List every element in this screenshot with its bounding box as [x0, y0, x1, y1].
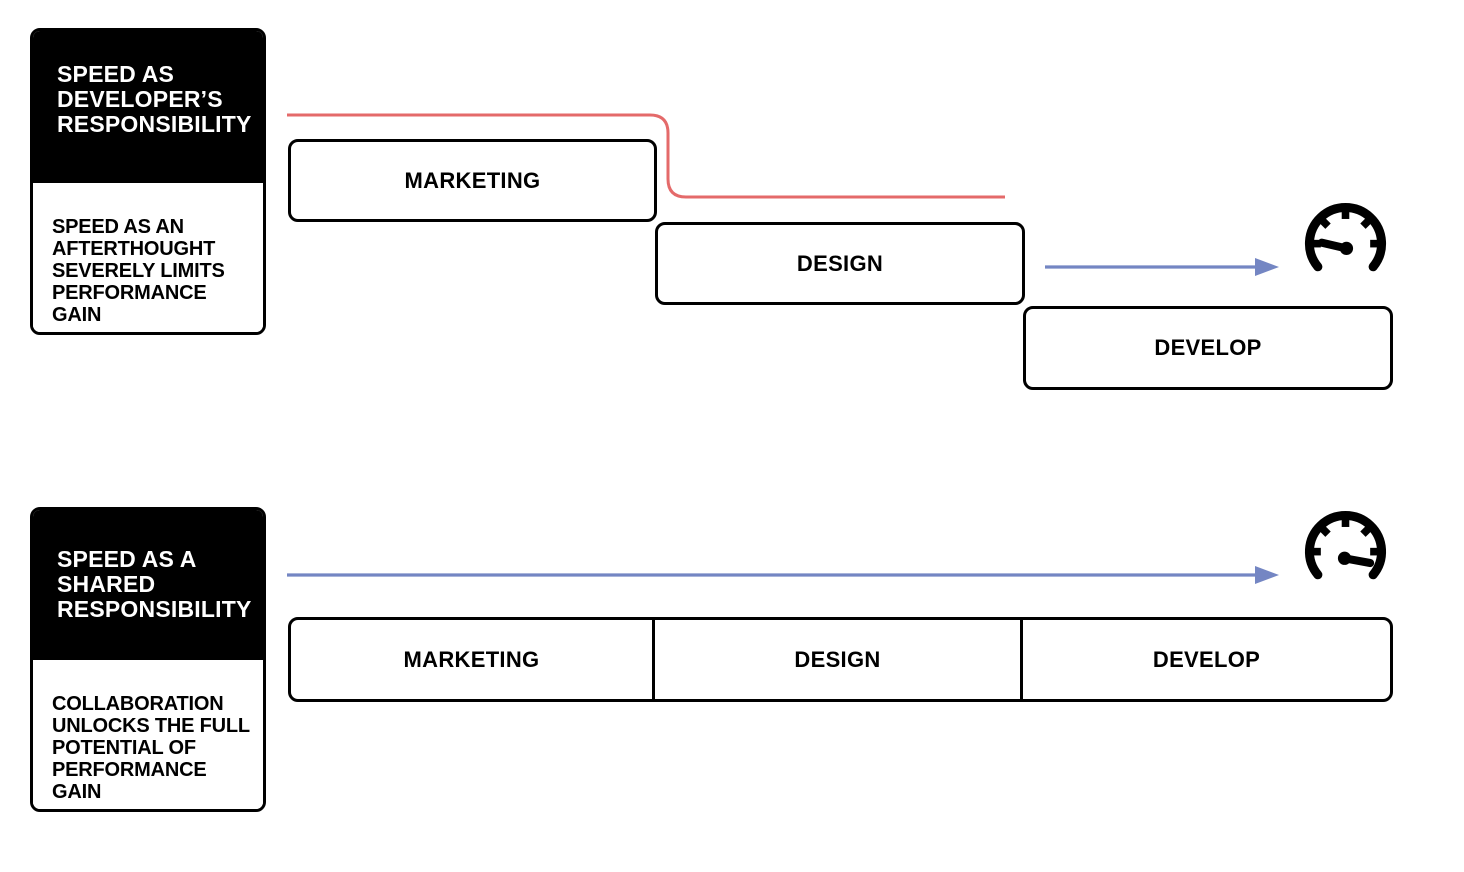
- stage-box-develop-waterfall: DEVELOP: [1023, 306, 1393, 390]
- waterfall-card-description: SPEED AS AN AFTERTHOUGHT SEVERELY LIMITS…: [52, 216, 225, 326]
- stage-box-design-waterfall: DESIGN: [655, 222, 1025, 305]
- stage-label-design: DESIGN: [796, 250, 884, 276]
- process-cell-design: DESIGN: [655, 620, 1023, 699]
- process-cell-develop: DEVELOP: [1023, 620, 1390, 699]
- process-cell-marketing: MARKETING: [291, 620, 655, 699]
- stage-label-develop: DEVELOP: [1152, 646, 1261, 672]
- shared-card-description: COLLABORATION UNLOCKS THE FULL POTENTIAL…: [52, 693, 250, 803]
- shared-card-header: SPEED AS A SHARED RESPONSIBILITY: [33, 510, 263, 660]
- stage-label-marketing: MARKETING: [403, 646, 540, 672]
- shared-card-body: COLLABORATION UNLOCKS THE FULL POTENTIAL…: [33, 660, 263, 809]
- waterfall-card-title: SPEED AS DEVELOPER’S RESPONSIBILITY: [57, 61, 252, 137]
- waterfall-card-header: SPEED AS DEVELOPER’S RESPONSIBILITY: [33, 31, 263, 183]
- speedometer-low-icon: [1304, 203, 1387, 272]
- shared-process-bar: MARKETING DESIGN DEVELOP: [288, 617, 1393, 702]
- shared-card-title: SPEED AS A SHARED RESPONSIBILITY: [57, 546, 252, 622]
- speed-arrow-icon: [287, 566, 1279, 584]
- handoff-step-connector-line: [287, 113, 1005, 199]
- speedometer-high-icon: [1304, 511, 1387, 580]
- stage-box-marketing-waterfall: MARKETING: [288, 139, 657, 222]
- stage-label-develop: DEVELOP: [1154, 335, 1262, 360]
- waterfall-info-card: SPEED AS DEVELOPER’S RESPONSIBILITY SPEE…: [30, 28, 266, 335]
- stage-label-design: DESIGN: [794, 646, 881, 672]
- shared-info-card: SPEED AS A SHARED RESPONSIBILITY COLLABO…: [30, 507, 266, 812]
- waterfall-card-body: SPEED AS AN AFTERTHOUGHT SEVERELY LIMITS…: [33, 183, 263, 332]
- stage-label-marketing: MARKETING: [404, 167, 541, 193]
- speed-arrow-icon: [1045, 258, 1279, 276]
